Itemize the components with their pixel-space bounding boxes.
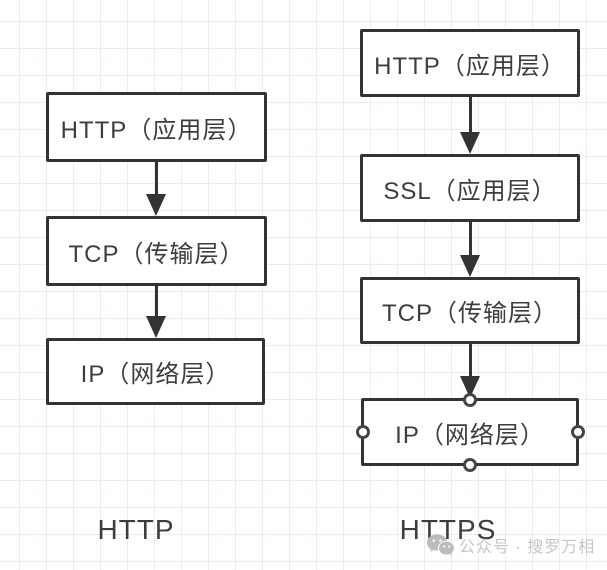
wechat-icon — [427, 534, 454, 556]
left-tcp-box[interactable]: TCP（传输层） — [46, 216, 267, 286]
watermark-text: 公众号 · 搜罗万相 — [459, 539, 596, 556]
arrow-head-icon — [460, 376, 480, 398]
arrow-shaft — [154, 286, 158, 316]
arrow-shaft — [468, 97, 472, 132]
left-arrow-http-to-tcp[interactable] — [146, 162, 166, 216]
arrow-shaft — [468, 222, 472, 255]
right-tcp-box-label: TCP（传输层） — [382, 300, 558, 327]
right-column-title[interactable]: HTTPS — [399, 514, 497, 545]
arrow-head-icon — [460, 255, 480, 277]
right-arrow-ssl-to-tcp[interactable] — [460, 222, 480, 277]
arrow-shaft — [154, 162, 158, 194]
arrow-head-icon — [460, 132, 480, 154]
right-arrow-tcp-to-ip[interactable] — [460, 344, 480, 398]
right-ssl-box[interactable]: SSL（应用层） — [360, 154, 580, 222]
watermark: 公众号 · 搜罗万相 — [427, 533, 595, 557]
selection-handle-bottom[interactable] — [463, 457, 477, 472]
left-http-box-label: HTTP（应用层） — [60, 116, 253, 144]
arrow-head-icon — [146, 194, 166, 216]
left-column-title[interactable]: HTTP — [97, 514, 175, 545]
right-ssl-box-label: SSL（应用层） — [383, 177, 557, 205]
left-ip-box[interactable]: IP（网络层） — [46, 338, 265, 405]
selection-handle-left[interactable] — [355, 425, 370, 439]
right-ip-box-label: IP（网络层） — [395, 421, 545, 449]
arrow-shaft — [468, 344, 472, 376]
left-tcp-box-label: TCP（传输层） — [68, 240, 245, 268]
selection-handle-right[interactable] — [570, 425, 585, 439]
right-http-box[interactable]: HTTP（应用层） — [360, 29, 580, 97]
left-http-box[interactable]: HTTP（应用层） — [46, 92, 267, 162]
arrow-head-icon — [146, 316, 166, 338]
right-arrow-http-to-ssl[interactable] — [460, 97, 480, 154]
right-http-box-label: HTTP（应用层） — [374, 52, 566, 80]
left-ip-box-label: IP（网络层） — [80, 361, 231, 388]
right-tcp-box[interactable]: TCP（传输层） — [360, 277, 580, 344]
left-arrow-tcp-to-ip[interactable] — [146, 286, 166, 338]
right-ip-box[interactable]: IP（网络层） — [355, 392, 585, 472]
selection-handle-top[interactable] — [463, 392, 477, 407]
